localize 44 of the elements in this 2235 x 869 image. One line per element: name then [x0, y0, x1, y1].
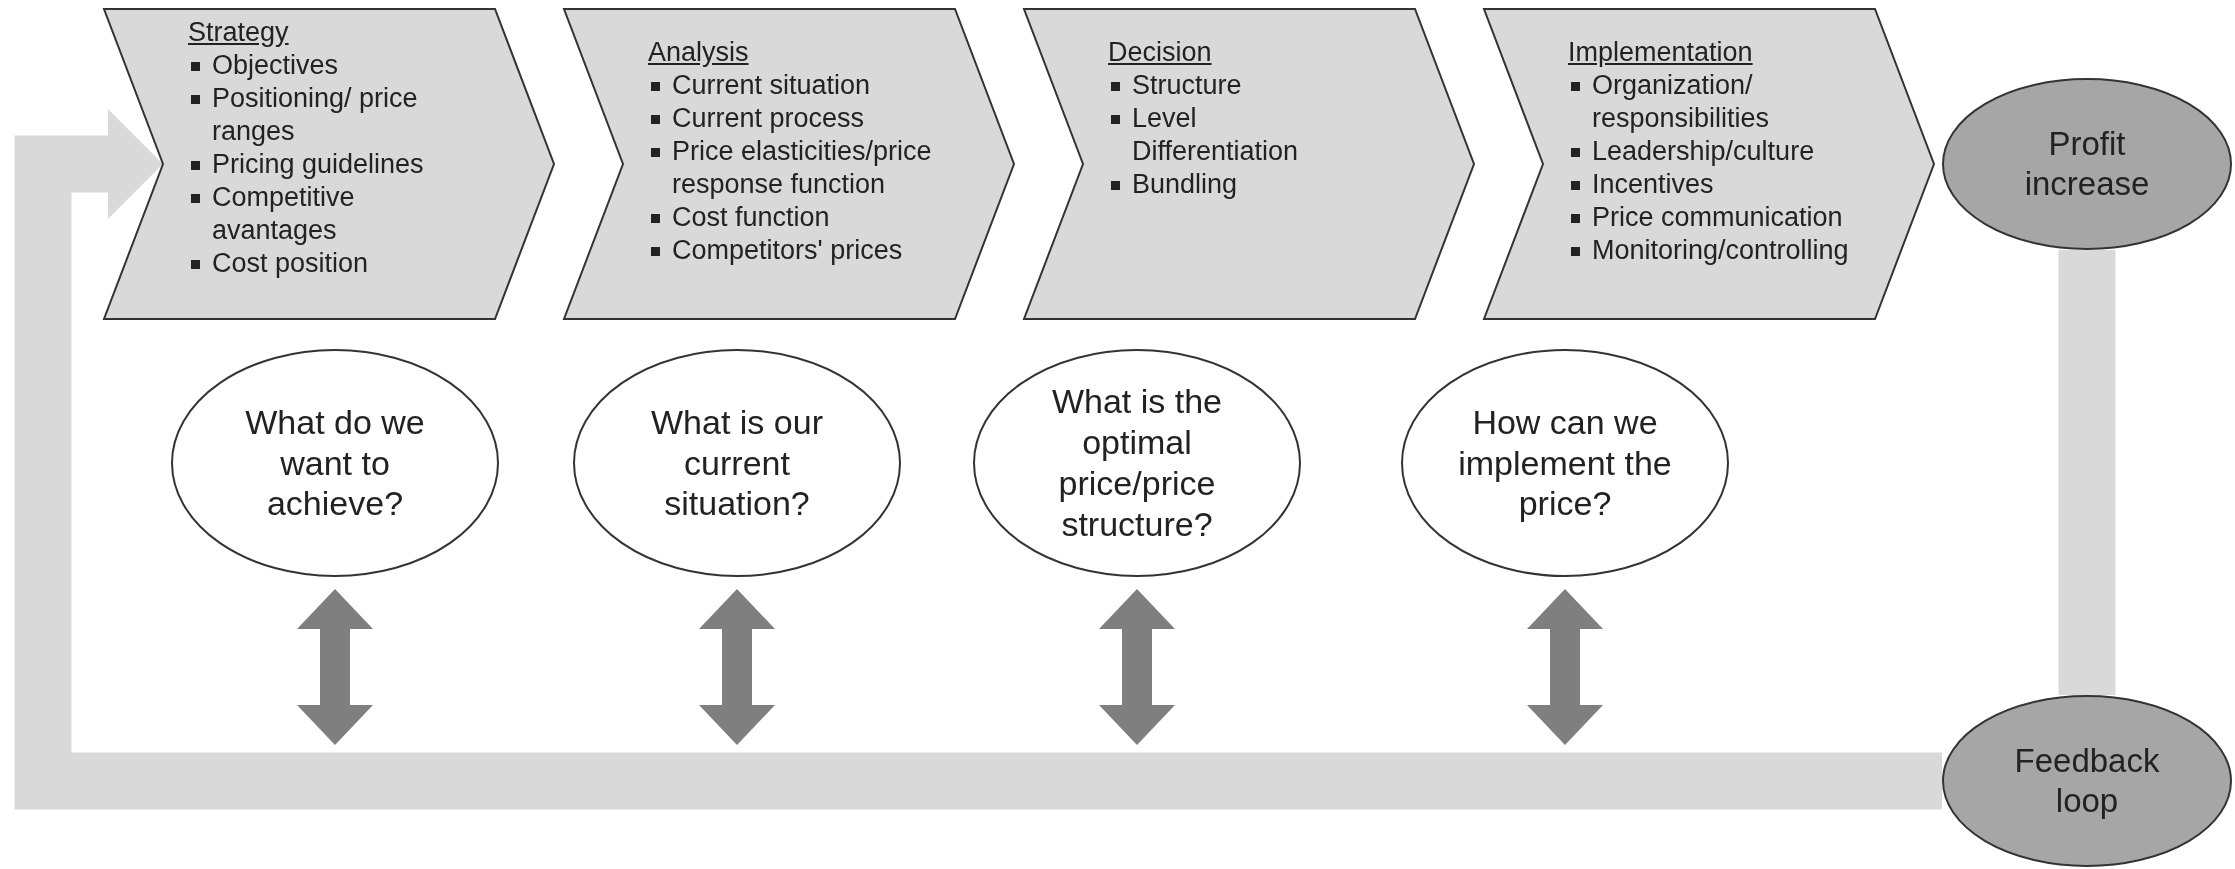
- step-heading: Implementation: [1568, 36, 1753, 69]
- ellipse-text: What is the optimal price/price structure?: [1050, 381, 1224, 545]
- step-heading: Strategy: [188, 16, 289, 49]
- list-item: Current process: [648, 102, 978, 135]
- double-arrow: [297, 589, 373, 745]
- list-item: Cost position: [188, 247, 448, 280]
- ellipse-text: Profit increase: [2023, 124, 2151, 204]
- ellipse-text: How can we implement the price?: [1457, 401, 1673, 525]
- process-step-panel: [1483, 8, 1935, 320]
- list-item: Positioning/ price ranges: [188, 82, 448, 148]
- list-item: Competitive avantages: [188, 181, 448, 247]
- list-item: Organization/ responsibilities: [1568, 69, 1898, 135]
- result-ellipse: [1942, 695, 2232, 867]
- question-ellipse: [573, 349, 901, 577]
- ellipse-text: Feedback loop: [2013, 741, 2161, 821]
- process-step-panel: [103, 8, 555, 320]
- list-item: Price elasticities/price response function: [648, 135, 978, 201]
- double-arrow: [699, 589, 775, 745]
- ellipse-text: What is our current situation?: [650, 401, 824, 525]
- list-item: Price communication: [1568, 201, 1898, 234]
- list-item: Pricing guidelines: [188, 148, 448, 181]
- double-arrow: [1099, 589, 1175, 745]
- connector-bar: [2058, 250, 2116, 695]
- question-ellipse: [1401, 349, 1729, 577]
- list-item: Monitoring/controlling: [1568, 234, 1898, 267]
- step-heading: Analysis: [648, 36, 749, 69]
- process-step-panel: [1023, 8, 1475, 320]
- list-item: Competitors' prices: [648, 234, 978, 267]
- question-ellipse: [973, 349, 1301, 577]
- result-ellipse: [1942, 78, 2232, 250]
- list-item: Incentives: [1568, 168, 1898, 201]
- step-heading: Decision: [1108, 36, 1212, 69]
- feedback-arrow: [14, 109, 1942, 810]
- question-ellipse: [171, 349, 499, 577]
- process-step-panel: [563, 8, 1015, 320]
- list-item: Current situation: [648, 69, 978, 102]
- list-item: Structure: [1108, 69, 1308, 102]
- ellipse-text: What do we want to achieve?: [244, 401, 426, 525]
- list-item: Level Differentiation: [1108, 102, 1308, 168]
- double-arrow: [1527, 589, 1603, 745]
- list-item: Bundling: [1108, 168, 1308, 201]
- list-item: Leadership/culture: [1568, 135, 1898, 168]
- list-item: Cost function: [648, 201, 978, 234]
- list-item: Objectives: [188, 49, 448, 82]
